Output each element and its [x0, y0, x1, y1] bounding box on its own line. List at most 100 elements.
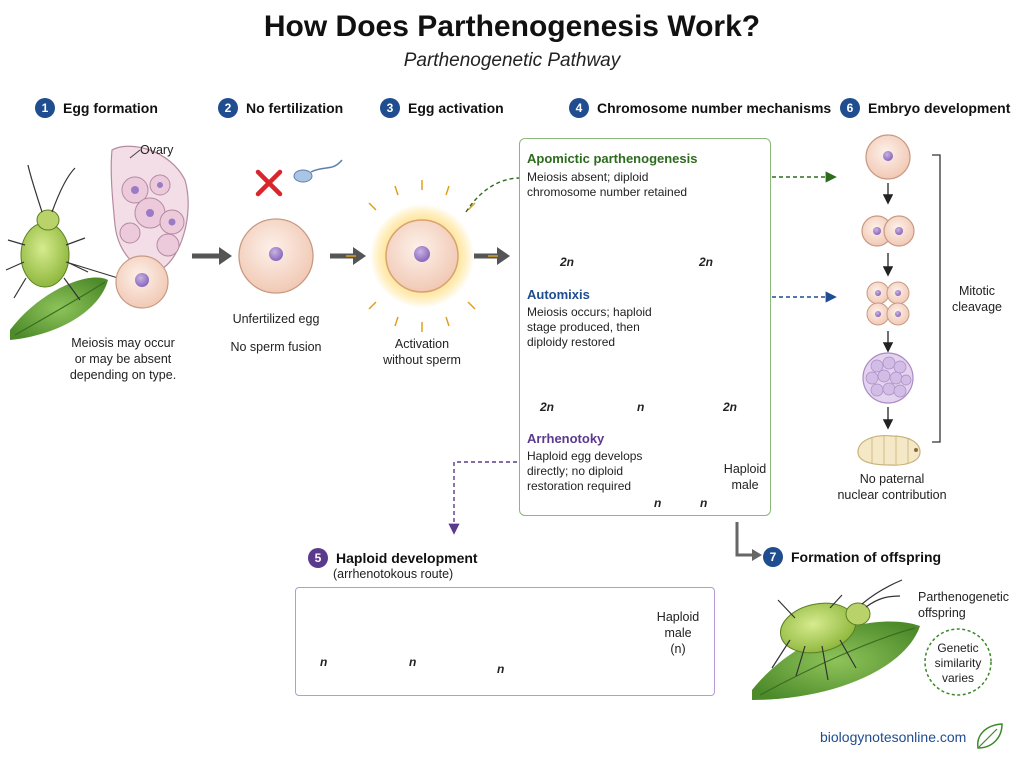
egg-formation-caption: Meiosis may occur or may be absent depen… [48, 335, 198, 383]
apomictic-description: Meiosis absent; diploid chromosome numbe… [527, 170, 687, 200]
genetic-similarity-line-2: similarity [934, 656, 982, 670]
leaf-illustration-left [10, 277, 108, 340]
activation-caption-line-2: without sperm [383, 353, 461, 367]
egg-formation-caption-line-2: or may be absent [74, 352, 172, 366]
mitotic-cleavage-bracket [932, 154, 941, 443]
aphid-offspring-icon [771, 579, 903, 681]
step-4-number: 4 [569, 98, 589, 118]
haploid-male-line-1: Haploid [656, 610, 700, 624]
mitotic-cleavage-line-1: Mitotic [958, 284, 996, 298]
activation-caption-line-1: Activation [394, 337, 450, 351]
embryo-morula [862, 352, 914, 404]
apomictic-ploidy-right: 2n [699, 255, 714, 269]
mitotic-cleavage-label: Mitotic cleavage [947, 283, 1007, 315]
apomictic-ploidy-left: 2n [560, 255, 575, 269]
haploid-male-label: Haploid male (n) [652, 609, 704, 657]
arrhenotoky-to-haploid-link [448, 461, 517, 535]
offspring-leaf [752, 621, 920, 700]
arrhenotoky-result: Haploid male [722, 461, 768, 493]
offspring-label-line-2: offspring [918, 606, 966, 620]
activated-egg [346, 180, 498, 332]
haploid-ploidy-2: n [409, 655, 417, 669]
leaf-logo-icon [977, 723, 1003, 749]
automixis-ploidy-a: 2n [540, 400, 555, 414]
no-paternal-line-1: No paternal [859, 472, 925, 486]
step-5-sublabel: (arrhenotokous route) [333, 567, 454, 581]
egg-formation-caption-line-3: depending on type. [69, 368, 177, 382]
aphid-mother-icon [5, 164, 119, 301]
step-6-header: 6 Embryo development [840, 98, 1010, 118]
step-3-number: 3 [380, 98, 400, 118]
genetic-similarity-line-3: varies [941, 671, 974, 685]
activation-link-dashed [465, 177, 521, 213]
apomictic-desc-line-1: Meiosis absent; diploid [527, 170, 649, 184]
no-sperm-fusion-label: No sperm fusion [230, 340, 322, 354]
arrhenotoky-title: Arrhenotoky [527, 431, 605, 446]
haploid-male-line-2: male [664, 626, 692, 640]
no-paternal-caption: No paternal nuclear contribution [830, 471, 954, 503]
step-3-label: Egg activation [408, 100, 504, 116]
arrhenotoky-result-line-2: male [731, 478, 759, 492]
ovary-icon [110, 145, 189, 272]
arrhenotoky-desc-line-3: restoration required [527, 479, 632, 493]
egg-cell-step1 [115, 255, 169, 309]
activation-caption: Activation without sperm [372, 336, 472, 368]
embryo-four-cell [866, 281, 910, 326]
genetic-similarity-text: Genetic similarity varies [925, 641, 991, 686]
step-6-label: Embryo development [868, 100, 1011, 116]
arrhenotoky-desc-line-2: directly; no diploid [527, 464, 624, 478]
chromosome-mechanisms-panel [519, 138, 771, 516]
arrhenotoky-ploidy-a: n [654, 496, 662, 510]
arrow-to-offspring [735, 522, 754, 557]
step-1-number: 1 [35, 98, 55, 118]
offspring-label-line-1: Parthenogenetic [918, 590, 1010, 604]
no-fertilization-x-icon [255, 169, 283, 197]
sperm-icon [293, 159, 343, 183]
larva-icon [857, 435, 921, 466]
automixis-desc-line-3: diploidy restored [527, 335, 616, 349]
automixis-ploidy-c: 2n [723, 400, 738, 414]
site-credit-link[interactable]: biologynotesonline.com [820, 729, 967, 745]
ovary-label: Ovary [140, 143, 174, 157]
genetic-similarity-line-1: Genetic [937, 641, 979, 655]
step-4-label: Chromosome number mechanisms [597, 100, 832, 116]
haploid-ploidy-1: n [320, 655, 328, 669]
step-3-header: 3 Egg activation [380, 98, 504, 118]
arrhenotoky-result-line-1: Haploid [723, 462, 767, 476]
genetic-similarity-badge [924, 628, 992, 696]
page-subtitle: Parthenogenetic Pathway [403, 50, 621, 71]
apomictic-title: Apomictic parthenogenesis [527, 151, 698, 166]
step-7-header: 7 Formation of offspring [763, 547, 941, 567]
arrhenotoky-ploidy-b: n [700, 496, 708, 510]
automixis-description: Meiosis occurs; haploid stage produced, … [527, 305, 652, 350]
step-6-number: 6 [840, 98, 860, 118]
arrhenotoky-desc-line-1: Haploid egg develops [527, 449, 643, 463]
unfertilized-egg-label: Unfertilized egg [232, 312, 320, 326]
no-paternal-line-2: nuclear contribution [837, 488, 947, 502]
step-5-header: 5 Haploid development [308, 548, 478, 568]
automixis-desc-line-2: stage produced, then [527, 320, 640, 334]
apomictic-desc-line-2: chromosome number retained [527, 185, 688, 199]
step-7-number: 7 [763, 547, 783, 567]
haploid-development-panel [295, 587, 715, 696]
automixis-title: Automixis [527, 287, 590, 302]
haploid-male-line-3: (n) [670, 642, 686, 656]
unfertilized-egg [238, 218, 314, 294]
step-1-header: 1 Egg formation [35, 98, 158, 118]
step-2-label: No fertilization [246, 100, 344, 116]
automixis-desc-line-1: Meiosis occurs; haploid [527, 305, 652, 319]
step-5-number: 5 [308, 548, 328, 568]
step-2-number: 2 [218, 98, 238, 118]
haploid-ploidy-3: n [497, 662, 505, 676]
automixis-ploidy-b: n [637, 400, 645, 414]
step-5-label: Haploid development [336, 550, 478, 566]
step-1-label: Egg formation [63, 100, 158, 116]
embryo-zygote [865, 134, 911, 180]
step-7-label: Formation of offspring [791, 549, 942, 565]
step-4-header: 4 Chromosome number mechanisms [569, 98, 831, 118]
arrhenotoky-description: Haploid egg develops directly; no diploi… [527, 449, 642, 494]
embryo-two-cell [861, 215, 915, 247]
page-title: How Does Parthenogenesis Work? [263, 10, 761, 43]
step-2-header: 2 No fertilization [218, 98, 343, 118]
parthenogenetic-offspring-label: Parthenogenetic offspring [918, 589, 1014, 621]
